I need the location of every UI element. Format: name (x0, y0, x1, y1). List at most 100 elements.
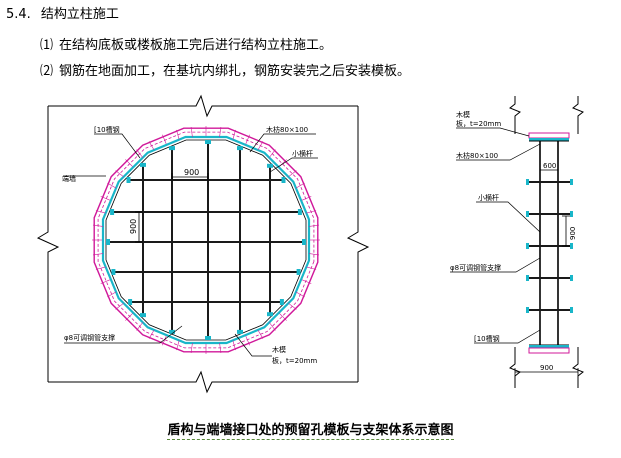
section-dim-side (562, 215, 570, 247)
section-dim-bottom (514, 368, 579, 376)
section-bar-end (570, 275, 573, 281)
step-1-mark: ⑴ (40, 38, 54, 53)
rebar-end-plate (281, 177, 286, 183)
inner-edge-ring (105, 139, 307, 341)
section-dim-top-text: 600 (543, 162, 556, 170)
rebar-end-plate (126, 177, 131, 183)
section-title: 结构立柱施工 (40, 7, 119, 22)
section-support-label: φ8可调钢管支撑 (450, 263, 501, 272)
formwork-rib (306, 210, 317, 214)
formwork-rib (100, 279, 111, 284)
rebar-end-plate (169, 146, 175, 151)
section-dim-top (539, 166, 559, 174)
formwork-rib (245, 335, 250, 346)
step-2-text: 钢筋在地面加工，在基坑内绑扎，钢筋安装完之后安装模板。 (59, 64, 411, 79)
formwork-rib (107, 182, 117, 189)
formwork-rib (115, 170, 124, 177)
rebar-end-plate (297, 209, 302, 215)
rebar-end-plate (106, 239, 110, 245)
section-form-bottom (528, 344, 570, 354)
formwork-rib (301, 196, 312, 201)
formwork-rib (190, 126, 193, 137)
section-bar-end (526, 307, 529, 313)
formwork-rib (309, 253, 320, 256)
rebar-end-plate (267, 312, 273, 317)
formwork-rib (309, 224, 320, 227)
rebar-end-plate (205, 140, 211, 144)
formwork-rib (162, 134, 167, 145)
step-2-mark: ⑵ (40, 64, 54, 79)
formwork-rib (288, 303, 297, 310)
section-horizontal-bars (526, 179, 573, 313)
section-number: 5.4. (6, 7, 31, 22)
formwork-rib (95, 210, 106, 214)
plan-dim-h-text: 900 (184, 168, 199, 177)
formwork-rib (269, 322, 276, 331)
formwork-rib (232, 340, 236, 351)
section-bar-label: 小横杆 (478, 193, 499, 202)
formwork-rib (148, 329, 155, 339)
section-bar-end (570, 211, 573, 217)
formwork-rib (295, 182, 305, 189)
rebar-end-plate (140, 162, 146, 167)
formwork-rib (232, 129, 236, 140)
formwork-rib (92, 224, 103, 227)
step-2: ⑵ 钢筋在地面加工，在基坑内绑扎，钢筋安装完之后安装模板。 (40, 60, 410, 79)
section-bar-end (570, 179, 573, 185)
plan-wall-label: 端墙 (62, 174, 76, 183)
formwork-rib (190, 343, 193, 354)
section-leaders (450, 127, 541, 344)
plan-leaders (64, 133, 318, 357)
section-posts (539, 141, 559, 345)
plan-dimension-v (135, 211, 143, 243)
formwork-board-ring (97, 131, 315, 349)
section-bar-end (526, 243, 529, 249)
formwork-rib (100, 196, 111, 201)
section-board-label-2: 板，t=20mm (456, 119, 501, 128)
formwork-rib (219, 126, 222, 137)
plan-beam-label: 木枋80×100 (266, 125, 308, 134)
formwork-rib (125, 159, 133, 167)
inner-liner-ring (101, 135, 311, 345)
rebar-end-plate (279, 299, 284, 305)
formwork-rib (295, 291, 305, 298)
step-1: ⑴ 在结构底板或楼板施工完后进行结构立柱施工。 (40, 34, 332, 53)
formwork-rib (136, 322, 143, 331)
rebar-end-plate (267, 163, 273, 168)
plan-board-label-1: 木模 (272, 345, 286, 354)
formwork-rib (219, 343, 222, 354)
rebar-end-plate (205, 336, 211, 340)
section-bar-end (570, 307, 573, 313)
formwork-rib (107, 291, 117, 298)
formwork-rib (269, 149, 276, 158)
step-1-text: 在结构底板或楼板施工完后进行结构立柱施工。 (59, 38, 333, 53)
section-beam-label: 木枋80×100 (456, 151, 498, 160)
section-form-top (528, 132, 570, 142)
section-channel-label: [10槽钢 (474, 334, 500, 343)
section-bar-end (570, 243, 573, 249)
formwork-rib (306, 266, 317, 270)
formwork-rib (279, 313, 287, 321)
section-dim-bottom-text: 900 (540, 364, 553, 372)
rebar-end-plate (302, 239, 306, 245)
formwork-rib (257, 141, 264, 151)
formwork-rib (176, 129, 180, 140)
opening-formwork (92, 126, 320, 354)
plan-channel-label: [10槽钢 (94, 125, 120, 134)
rebar-grid (106, 140, 306, 340)
formwork-rib (162, 335, 167, 346)
section-dim-side-text: 900 (569, 227, 577, 240)
rebar-end-plate (140, 313, 146, 318)
formwork-rib (95, 266, 106, 270)
plan-dimension-h (171, 173, 209, 181)
rebar-end-plate (110, 209, 115, 215)
formwork-rib (257, 329, 264, 339)
formwork-rib (148, 141, 155, 151)
plan-support-label: φ8可调钢管支撑 (64, 333, 115, 342)
plan-dim-v-text: 900 (129, 219, 138, 234)
rebar-end-plate (296, 269, 301, 275)
plan-board-label-2: 板，t=20mm (272, 356, 317, 365)
section-board-label-1: 木模 (456, 110, 470, 119)
formwork-rib (136, 149, 143, 158)
